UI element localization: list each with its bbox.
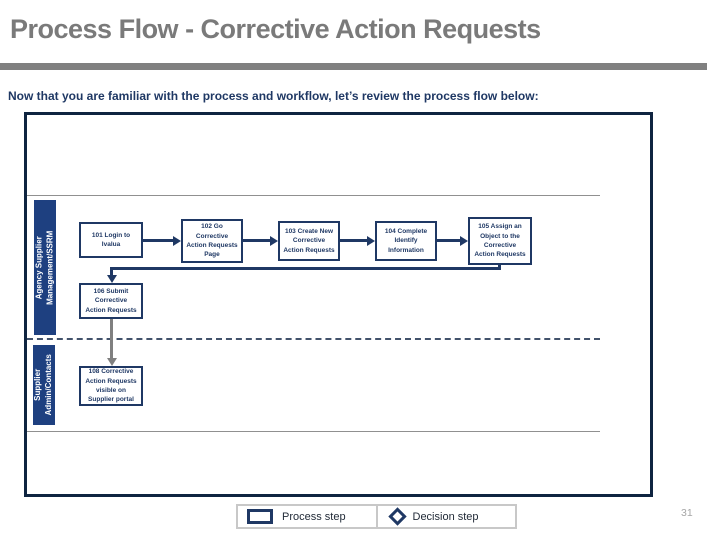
- arrow-102-103-head-icon: [270, 235, 278, 246]
- step-106-submit: 106 Submit Corrective Action Requests: [79, 283, 143, 319]
- legend-label: Process step: [282, 510, 346, 523]
- legend-item-decision-step: Decision step: [378, 506, 516, 527]
- page-number: 31: [681, 507, 693, 519]
- step-label: 103 Create New Corrective Action Request…: [283, 227, 335, 254]
- legend-label: Decision step: [412, 510, 479, 523]
- connector-105-106-head-icon: [106, 275, 117, 283]
- arrow-101-102-line: [143, 239, 173, 242]
- swimlane-label: Supplier Admin/Contacts: [33, 354, 53, 416]
- process-step-icon: [247, 509, 273, 524]
- arrow-103-104-line: [340, 239, 367, 242]
- lane-top-line: [27, 195, 600, 196]
- connector-106-108-line: [110, 319, 113, 359]
- arrow-102-103-line: [243, 239, 270, 242]
- lane-bottom-line: [27, 431, 600, 432]
- page-title: Process Flow - Corrective Action Request…: [10, 14, 541, 44]
- swimlane-supplier-admin-contacts: Supplier Admin/Contacts: [33, 345, 55, 425]
- legend-item-process-step: Process step: [238, 506, 378, 527]
- connector-105-106-drop-segment: [110, 267, 113, 276]
- arrow-104-105-head-icon: [460, 235, 468, 246]
- arrow-101-102-head-icon: [173, 235, 181, 246]
- arrow-104-105-line: [437, 239, 460, 242]
- step-101-login: 101 Login to Ivalua: [79, 222, 143, 258]
- step-label: 108 Corrective Action Requests visible o…: [85, 368, 137, 404]
- decision-step-icon: [387, 507, 407, 526]
- swimlane-agency-supplier-management: Agency Supplier Management/SSRM: [34, 200, 56, 335]
- step-104-complete-identify: 104 Complete Identify Information: [375, 221, 437, 261]
- step-108-visible-portal: 108 Corrective Action Requests visible o…: [79, 366, 143, 406]
- connector-106-108-head-icon: [106, 358, 117, 366]
- step-label: 106 Submit Corrective Action Requests: [85, 287, 137, 314]
- step-102-go-page: 102 Go Corrective Action Requests Page: [181, 219, 243, 263]
- arrow-103-104-head-icon: [367, 235, 375, 246]
- step-label: 101 Login to Ivalua: [91, 231, 131, 248]
- title-divider-bar: [0, 63, 707, 70]
- step-label: 104 Complete Identify Information: [384, 227, 428, 254]
- lane-separator-dashed-line: [27, 338, 600, 340]
- connector-105-106-horizontal-segment: [110, 267, 501, 270]
- process-flow-diagram: Agency Supplier Management/SSRM Supplier…: [24, 112, 653, 497]
- swimlane-label: Agency Supplier Management/SSRM: [34, 230, 55, 305]
- legend: Process step Decision step: [236, 504, 517, 529]
- step-103-create-new: 103 Create New Corrective Action Request…: [278, 221, 340, 261]
- step-label: 105 Assign an Object to the Corrective A…: [474, 223, 526, 259]
- step-label: 102 Go Corrective Action Requests Page: [186, 223, 238, 259]
- step-105-assign-object: 105 Assign an Object to the Corrective A…: [468, 217, 532, 265]
- intro-text: Now that you are familiar with the proce…: [8, 89, 539, 103]
